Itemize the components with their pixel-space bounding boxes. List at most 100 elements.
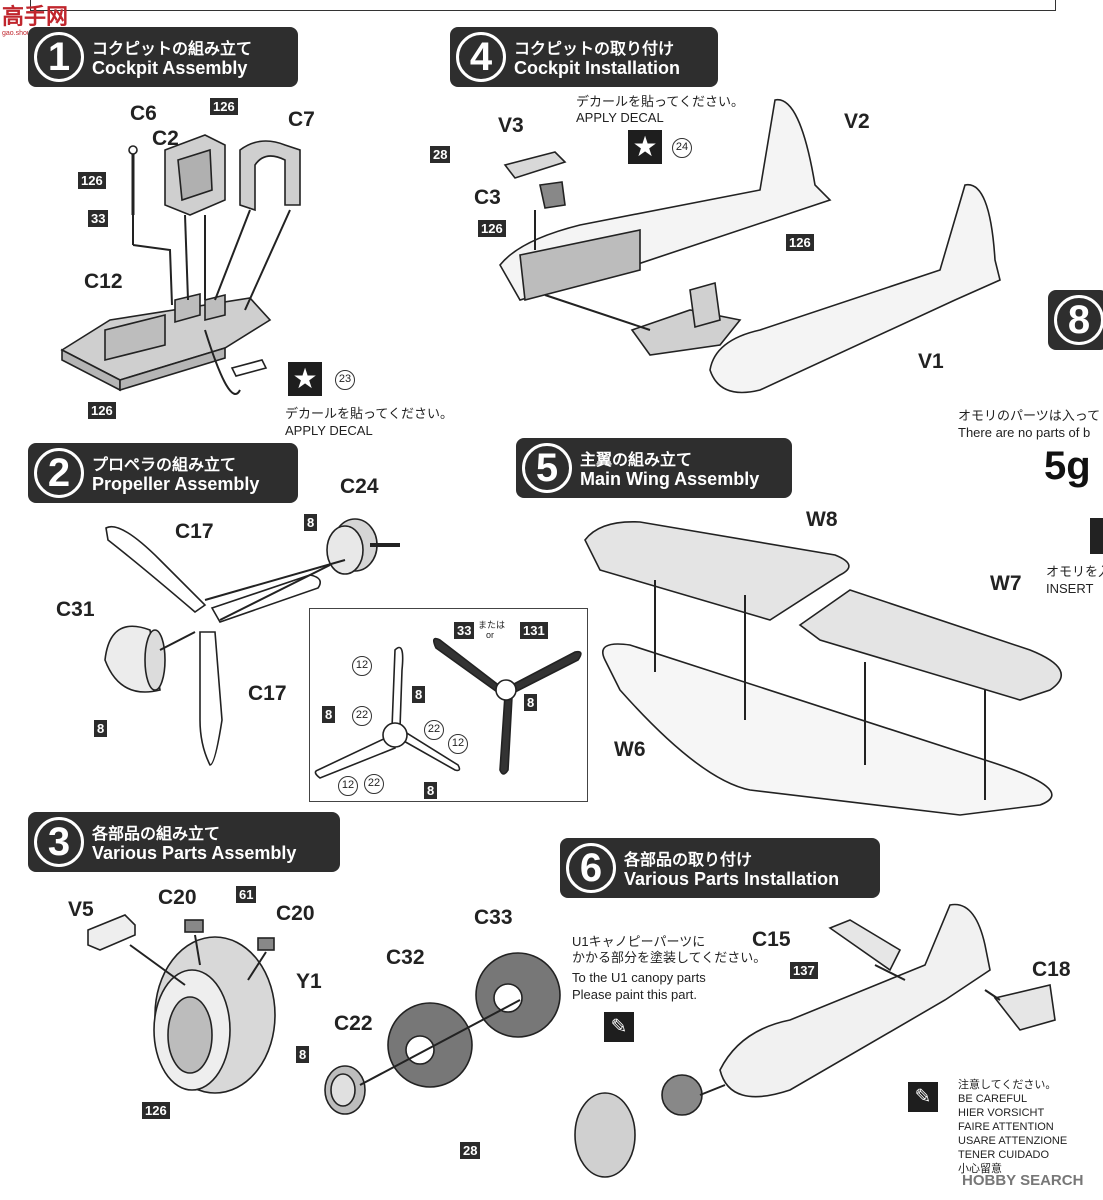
color-code-131: 131 bbox=[520, 622, 548, 639]
color-code-8: 8 bbox=[296, 1046, 310, 1063]
caution-line: TENER CUIDADO bbox=[958, 1149, 1050, 1161]
canopy-note-en-2: Please paint this part. bbox=[572, 987, 698, 1002]
step-6-header: 6 各部品の取り付け Various Parts Installation bbox=[560, 838, 880, 898]
part-label-c12: C12 bbox=[84, 270, 123, 293]
wing-w6 bbox=[602, 643, 1053, 816]
color-code-33: 33 bbox=[88, 210, 109, 227]
part-label-c2: C2 bbox=[152, 127, 179, 150]
color-code-8: 8 bbox=[524, 694, 538, 711]
step-3-header: 3 各部品の組み立て Various Parts Assembly bbox=[28, 812, 340, 872]
caution-line: 注意してください。 bbox=[958, 1079, 1057, 1091]
part-label-v1: V1 bbox=[918, 350, 944, 373]
decal-number: 23 bbox=[335, 370, 355, 390]
prop-3blade-dark bbox=[432, 637, 582, 775]
part-label-c24: C24 bbox=[340, 475, 379, 498]
part-label-c22: C22 bbox=[334, 1012, 373, 1035]
engine-c32 bbox=[387, 1002, 473, 1088]
canopy-note-en-1: To the U1 canopy parts bbox=[572, 970, 706, 985]
decal-note-en: APPLY DECAL bbox=[576, 110, 664, 125]
part-label-v5: V5 bbox=[68, 898, 94, 921]
part-label-c32: C32 bbox=[386, 946, 425, 969]
stabilizer-c15 bbox=[828, 919, 902, 972]
color-code-8: 8 bbox=[412, 686, 426, 703]
decal-star-icon: ★ bbox=[288, 362, 322, 396]
circled-22: 22 bbox=[352, 706, 372, 726]
logo-text: 高手网 bbox=[2, 5, 69, 30]
part-label-w7: W7 bbox=[990, 572, 1022, 595]
step-title-jp: コクピットの取り付け bbox=[514, 39, 675, 58]
part-label-c17: C17 bbox=[175, 520, 214, 543]
part-label-c18: C18 bbox=[1032, 958, 1071, 981]
part-label-c3: C3 bbox=[474, 186, 501, 209]
paint-brush-icon: ✎ bbox=[604, 1012, 634, 1042]
step-number: 4 bbox=[456, 32, 506, 82]
step-8-header: 8 bbox=[1048, 290, 1103, 350]
caution-line: HIER VORSICHT bbox=[958, 1107, 1045, 1119]
blade-c17-lower bbox=[199, 631, 223, 766]
or-note-en: or bbox=[486, 630, 495, 640]
hub-c24 bbox=[326, 518, 400, 575]
step-5-header: 5 主翼の組み立て Main Wing Assembly bbox=[516, 438, 792, 498]
wing-w7 bbox=[798, 589, 1062, 701]
color-code-137: 137 bbox=[790, 962, 818, 979]
step-title-jp: 各部品の取り付け bbox=[624, 850, 753, 869]
step-number: 2 bbox=[34, 448, 84, 498]
decal-note-en: APPLY DECAL bbox=[285, 423, 373, 438]
part-label-c6: C6 bbox=[130, 102, 157, 125]
step-4-header: 4 コクピットの取り付け Cockpit Installation bbox=[450, 27, 718, 87]
logo-url: gao.shou.com bbox=[2, 30, 46, 37]
watermark: HOBBY SEARCH bbox=[962, 1172, 1084, 1189]
step-title-en: Main Wing Assembly bbox=[580, 469, 760, 489]
insert-note-jp: オモリを入 bbox=[1046, 564, 1103, 579]
step-title-en: Cockpit Assembly bbox=[92, 58, 248, 78]
weight-note-en: There are no parts of b bbox=[958, 425, 1091, 440]
part-label-v2: V2 bbox=[844, 110, 870, 133]
color-code-28: 28 bbox=[430, 146, 451, 163]
step-2-header: 2 プロペラの組み立て Propeller Assembly bbox=[28, 443, 298, 503]
prop-3blade-light bbox=[314, 646, 461, 779]
color-code-8: 8 bbox=[94, 720, 108, 737]
step-number: 8 bbox=[1054, 295, 1103, 345]
part-label-c20: C20 bbox=[276, 902, 315, 925]
weight-value: 5g bbox=[1044, 444, 1091, 488]
decal-number: 24 bbox=[672, 138, 692, 158]
canopy-note-jp-1: U1キャノピーパーツに bbox=[572, 934, 706, 949]
color-code-8: 8 bbox=[304, 514, 318, 531]
circled-22: 22 bbox=[424, 720, 444, 740]
part-label-c15: C15 bbox=[752, 928, 791, 951]
step-title-en: Cockpit Installation bbox=[514, 58, 681, 78]
step-number: 1 bbox=[34, 32, 84, 82]
step-number: 5 bbox=[522, 443, 572, 493]
aircraft-fuselage bbox=[719, 903, 991, 1098]
propeller-inset bbox=[309, 608, 588, 802]
page-frame bbox=[30, 0, 1056, 11]
step-number: 6 bbox=[566, 843, 616, 893]
insert-note-en: INSERT bbox=[1046, 581, 1094, 596]
color-code-33: 33 bbox=[454, 622, 475, 639]
engine-c33 bbox=[475, 952, 561, 1038]
part-label-w6: W6 bbox=[614, 738, 646, 761]
part-label-c17: C17 bbox=[248, 682, 287, 705]
caution-line: BE CAREFUL bbox=[958, 1093, 1028, 1105]
circled-22: 22 bbox=[364, 774, 384, 794]
step-title-en: Propeller Assembly bbox=[92, 474, 260, 494]
part-label-y1: Y1 bbox=[296, 970, 322, 993]
color-code-126: 126 bbox=[478, 220, 506, 237]
color-code-8: 8 bbox=[424, 782, 438, 799]
step-title-en: Various Parts Assembly bbox=[92, 843, 297, 863]
decal-note-jp: デカールを貼ってください。 bbox=[285, 406, 453, 421]
part-label-c7: C7 bbox=[288, 108, 315, 131]
cowling-assembled bbox=[574, 1092, 636, 1178]
canopy-note-jp-2: かかる部分を塗装してください。 bbox=[572, 950, 767, 965]
circled-12: 12 bbox=[352, 656, 372, 676]
color-code-126: 126 bbox=[786, 234, 814, 251]
caution-line: 小心留意 bbox=[958, 1163, 1002, 1175]
caution-line: USARE ATTENZIONE bbox=[958, 1135, 1068, 1147]
stabilizer-c18 bbox=[993, 984, 1056, 1031]
step-title-jp: プロペラの組み立て bbox=[92, 455, 237, 474]
circled-12: 12 bbox=[448, 734, 468, 754]
decal-note-jp: デカールを貼ってください。 bbox=[576, 94, 744, 109]
color-code-61: 61 bbox=[236, 886, 257, 903]
part-label-v3: V3 bbox=[498, 114, 524, 137]
